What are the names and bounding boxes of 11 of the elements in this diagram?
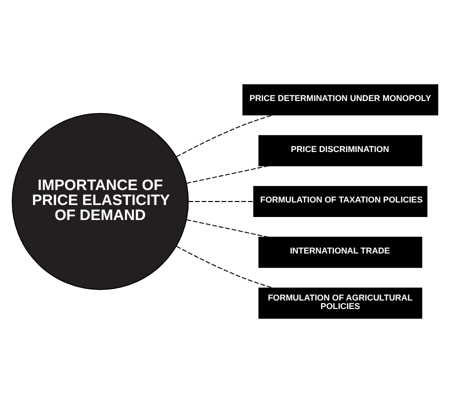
- node-box: INTERNATIONAL TRADE: [258, 236, 422, 268]
- connector: [186, 218, 270, 238]
- connector: [186, 164, 270, 184]
- node-box: PRICE DISCRIMINATION: [258, 134, 422, 166]
- connector: [176, 114, 274, 157]
- connector: [188, 200, 254, 202]
- node-box: PRICE DETERMINATION UNDER MONOPOLY: [242, 84, 438, 115]
- node-box: FORMULATION OF AGRICULTURAL POLICIES: [258, 287, 422, 318]
- connector: [176, 245, 274, 288]
- node-circle: IMPORTANCE OF PRICE ELASTICITY OF DEMAND: [12, 112, 189, 290]
- node-box: FORMULATION OF TAXATION POLICIES: [253, 185, 428, 217]
